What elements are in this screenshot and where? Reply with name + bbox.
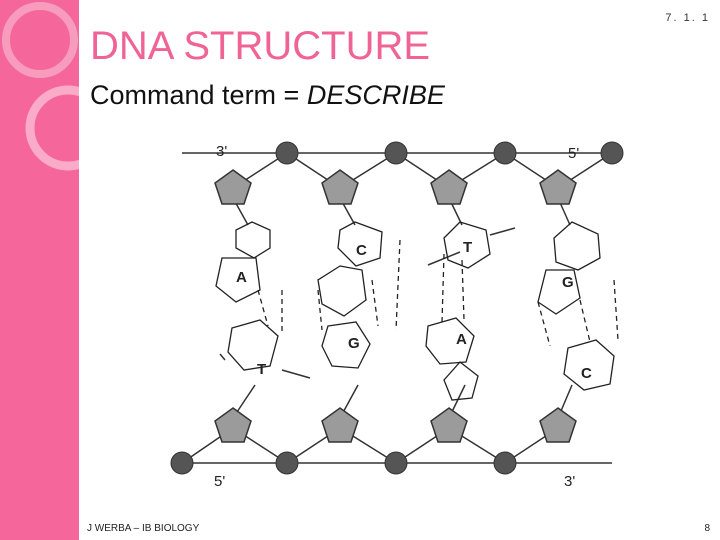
base-g-col4: G bbox=[562, 274, 574, 291]
base-g-col2: G bbox=[348, 335, 360, 352]
base-t-col3: T bbox=[463, 239, 472, 256]
dna-diagram: A T C G T A G C 3' 5' 5' 3' bbox=[170, 141, 624, 490]
slide-subtitle: Command term = DESCRIBE bbox=[90, 80, 445, 111]
phosphate-top-3 bbox=[493, 141, 517, 165]
label-5-prime-top: 5' bbox=[568, 145, 579, 162]
base-c-col4: C bbox=[581, 365, 592, 382]
phosphate-bottom-4 bbox=[493, 451, 517, 475]
page-number: 8 bbox=[704, 523, 710, 534]
base-t-left: T bbox=[257, 361, 266, 378]
command-term: DESCRIBE bbox=[306, 80, 445, 110]
sugar-top-3 bbox=[430, 169, 468, 205]
sugar-bottom-3 bbox=[430, 407, 468, 443]
section-code: 7. 1. 1 bbox=[665, 12, 710, 24]
subtitle-prefix: Command term = bbox=[90, 80, 307, 110]
sugar-bottom-1 bbox=[214, 407, 252, 443]
phosphate-bottom-2 bbox=[275, 451, 299, 475]
phosphate-bottom-1 bbox=[170, 451, 194, 475]
sidebar-band bbox=[0, 0, 79, 540]
decorative-circles bbox=[2, 2, 110, 171]
phosphate-top-2 bbox=[384, 141, 408, 165]
sugar-bottom-2 bbox=[321, 407, 359, 443]
phosphate-top-1 bbox=[275, 141, 299, 165]
phosphate-top-4 bbox=[600, 141, 624, 165]
label-5-prime-bottom: 5' bbox=[214, 473, 225, 490]
sugar-bottom-4 bbox=[539, 407, 577, 443]
sugar-top-2 bbox=[321, 169, 359, 205]
base-c-col2: C bbox=[356, 242, 367, 259]
phosphate-bottom-3 bbox=[384, 451, 408, 475]
footer-author: J WERBA – IB BIOLOGY bbox=[87, 523, 200, 534]
sugar-top-1 bbox=[214, 169, 252, 205]
slide-title: DNA STRUCTURE bbox=[90, 24, 431, 68]
sugar-top-4 bbox=[539, 169, 577, 205]
label-3-prime-bottom: 3' bbox=[564, 473, 575, 490]
label-3-prime-top: 3' bbox=[216, 143, 227, 160]
base-a-col3: A bbox=[456, 331, 467, 348]
base-a-left: A bbox=[236, 269, 247, 286]
